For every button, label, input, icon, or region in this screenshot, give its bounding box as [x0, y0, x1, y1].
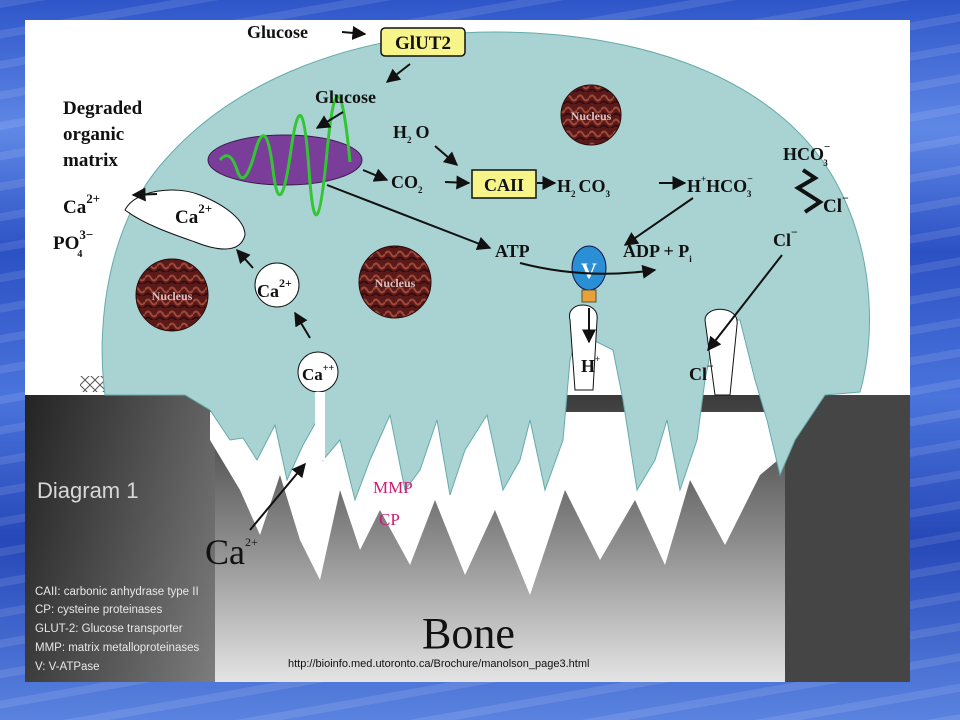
ca-exocytosis-vesicle [124, 189, 246, 250]
legend-item: GLUT-2: Glucose transporter [35, 623, 183, 635]
ca-vesicle-mid-label: Ca2+ [257, 276, 292, 301]
source-url: http://bioinfo.med.utoronto.ca/Brochure/… [288, 658, 589, 670]
glut2-transporter [380, 27, 466, 57]
caii-label: CAII [484, 175, 524, 195]
glut2-label: GlUT2 [395, 33, 451, 54]
bone-matrix-left [25, 395, 215, 682]
ca-released: Ca2+ [63, 191, 100, 218]
nucleus-center [358, 245, 432, 319]
legend-item: V: V-ATPase [35, 661, 100, 673]
arrow-co2-caii [444, 175, 471, 190]
nucleus-label-left: Nucleus [152, 289, 193, 303]
v-atpase-label: V [581, 258, 597, 283]
ca-vesicle-low-label: Ca++ [302, 363, 334, 384]
arrow-glut2-glucose [385, 63, 411, 83]
bone-matrix-right [785, 395, 910, 682]
arrow-mito-co2 [362, 168, 389, 182]
degraded-line-3: matrix [63, 150, 118, 171]
legend-item: CAII: carbonic anhydrase type II [35, 586, 199, 598]
h-plus-lacuna: H+ [581, 354, 600, 376]
caii-enzyme [471, 169, 537, 199]
mmp-label: MMP [373, 478, 413, 497]
diagram-panel: Nucleus Nucleus Nucleus GlUT2 CAII V Glu… [25, 20, 910, 682]
arrow-ca-up-1 [236, 248, 254, 269]
po4-released: PO3−4 [53, 227, 93, 260]
nucleus-top [560, 84, 622, 146]
arrow-ca-bone [249, 462, 306, 531]
arrow-ca-out [131, 187, 158, 202]
cp-label: CP [379, 510, 400, 529]
h-plus-hco3: H+HCO−3 [687, 174, 753, 199]
mitochondrion-cristae [218, 95, 352, 217]
arrow-h-vatpase [623, 197, 694, 246]
arrow-h2o [434, 145, 459, 166]
legend-item: CP: cysteine proteinases [35, 604, 162, 616]
anion-exchanger [794, 168, 824, 214]
arrow-atp-adp [519, 262, 657, 279]
ca-vesicle-mid [254, 262, 300, 308]
arrow-glucose-in [341, 25, 367, 40]
osteoclast-diagram: Nucleus Nucleus Nucleus GlUT2 CAII V Glu… [25, 22, 910, 682]
diagram-title: Diagram 1 [37, 478, 138, 503]
cl-out: Cl− [823, 191, 849, 217]
atp: ATP [495, 241, 530, 261]
proton-channel [569, 304, 598, 391]
reaction-arrows [131, 25, 783, 531]
co2: CO2 [391, 172, 423, 195]
adp-pi: ADP + Pi [623, 241, 692, 264]
nucleus-label-top: Nucleus [571, 109, 612, 123]
cl-cytoplasm: Cl− [773, 225, 798, 250]
arrow-ca-up-2 [294, 311, 311, 339]
nucleus-left [135, 258, 209, 332]
degraded-line-1: Degraded [63, 98, 143, 119]
v-atpase-base [581, 289, 597, 303]
ca-in-vesicle: Ca2+ [175, 201, 212, 228]
arrow-cl-lacuna [707, 254, 783, 352]
arrow-glucose-mito [315, 111, 344, 129]
ca-bone-label: Ca2+ [205, 532, 258, 572]
chloride-channel [704, 308, 738, 396]
nucleus-label-center: Nucleus [375, 276, 416, 290]
hco3-out: HCO−3 [783, 141, 830, 168]
glucose-outside: Glucose [247, 22, 308, 42]
degraded-line-2: organic [63, 124, 124, 145]
arrow-mito-atp [326, 184, 492, 250]
legend-item: MMP: matrix metalloproteinases [35, 642, 199, 654]
cl-lacuna: Cl− [689, 359, 714, 384]
bone-label: Bone [422, 609, 515, 658]
ca-stalk [315, 392, 325, 460]
glucose-inside: Glucose [315, 87, 376, 107]
